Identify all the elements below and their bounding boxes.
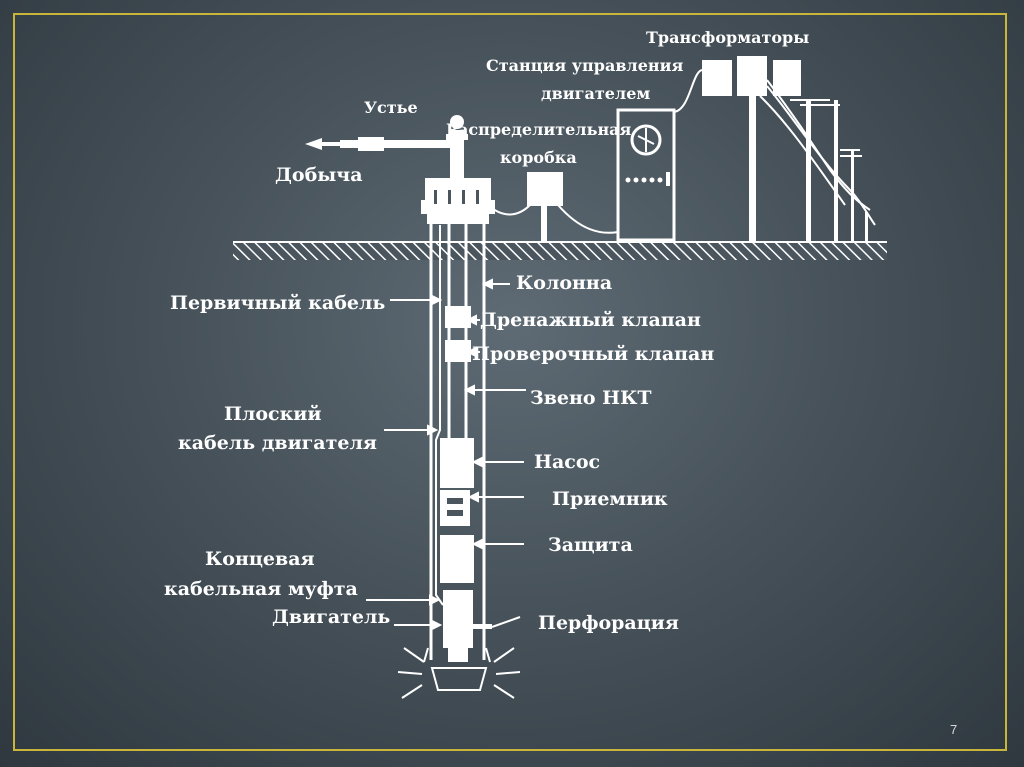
perforation-arrows bbox=[397, 647, 521, 699]
production-flowline bbox=[305, 137, 452, 151]
label-pump: Насос bbox=[534, 451, 601, 473]
power-cable bbox=[435, 204, 619, 606]
transformers bbox=[702, 56, 868, 242]
label-control-station-line2: двигателем bbox=[541, 84, 651, 103]
label-junction-box-line2: коробка bbox=[500, 148, 577, 167]
esp-assembly bbox=[440, 438, 492, 662]
label-intake: Приемник bbox=[552, 488, 668, 510]
label-end-splice-line2: кабельная муфта bbox=[164, 578, 358, 600]
leader-lines bbox=[366, 278, 526, 631]
label-perforation: Перфорация bbox=[538, 612, 679, 634]
label-primary-cable: Первичный кабель bbox=[170, 292, 386, 314]
junction-box bbox=[527, 172, 563, 242]
page-number: 7 bbox=[950, 722, 958, 737]
power-lines bbox=[673, 69, 876, 226]
label-casing: Колонна bbox=[516, 272, 613, 294]
label-end-splice-line1: Концевая bbox=[205, 548, 315, 570]
control-station bbox=[616, 108, 676, 242]
label-motor: Двигатель bbox=[272, 606, 391, 628]
valves bbox=[445, 306, 471, 362]
label-wellhead: Устье bbox=[364, 98, 418, 117]
label-control-station-line1: Станция управления bbox=[486, 56, 684, 75]
tubing-string bbox=[447, 222, 468, 445]
label-tubing-joint: Звено НКТ bbox=[530, 387, 652, 409]
label-check-valve: Проверочный клапан bbox=[472, 343, 715, 365]
label-flat-cable-line1: Плоский bbox=[224, 403, 322, 425]
label-drain-valve: Дренажный клапан bbox=[480, 309, 701, 331]
label-flat-cable-line2: кабель двигателя bbox=[178, 432, 377, 454]
label-junction-box-line1: Распределительная bbox=[446, 120, 632, 139]
ground-surface bbox=[233, 241, 887, 260]
label-production: Добыча bbox=[275, 164, 363, 186]
slide-frame bbox=[13, 13, 1007, 751]
label-protector: Защита bbox=[548, 534, 633, 556]
wellhead bbox=[421, 115, 495, 224]
label-transformers: Трансформаторы bbox=[646, 28, 810, 47]
